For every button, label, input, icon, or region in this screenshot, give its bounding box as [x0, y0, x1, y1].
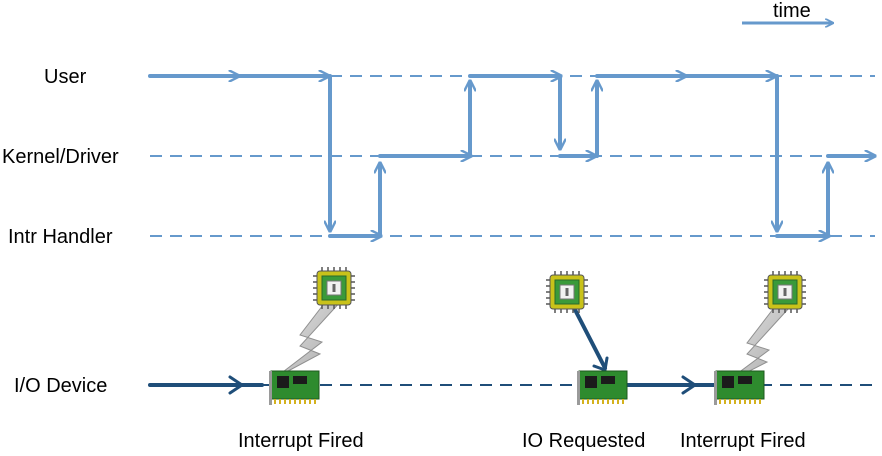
- io-card-icon: [268, 370, 320, 406]
- kernel-lane-label: Kernel/Driver: [2, 146, 119, 168]
- io-lane-label: I/O Device: [14, 375, 108, 397]
- event-label-interrupt-fired: Interrupt Fired: [680, 430, 806, 452]
- lightning-bolt-icon: [274, 291, 343, 379]
- time-label: time: [773, 0, 811, 22]
- intr-lane-label: Intr Handler: [8, 226, 113, 248]
- interrupt-chip-icon: [763, 270, 807, 314]
- io-card-icon: [576, 370, 628, 406]
- request-chip-icon: [545, 270, 589, 314]
- execution-path: [148, 76, 874, 236]
- lane-guides: [150, 75, 875, 237]
- user-lane-label: User: [44, 66, 87, 88]
- io-card-icon: [713, 370, 765, 406]
- io-path: [148, 298, 717, 395]
- event-label-interrupt-fired: Interrupt Fired: [238, 430, 364, 452]
- interrupt-chip-icon: [312, 266, 356, 310]
- event-label-io-requested: IO Requested: [522, 430, 646, 452]
